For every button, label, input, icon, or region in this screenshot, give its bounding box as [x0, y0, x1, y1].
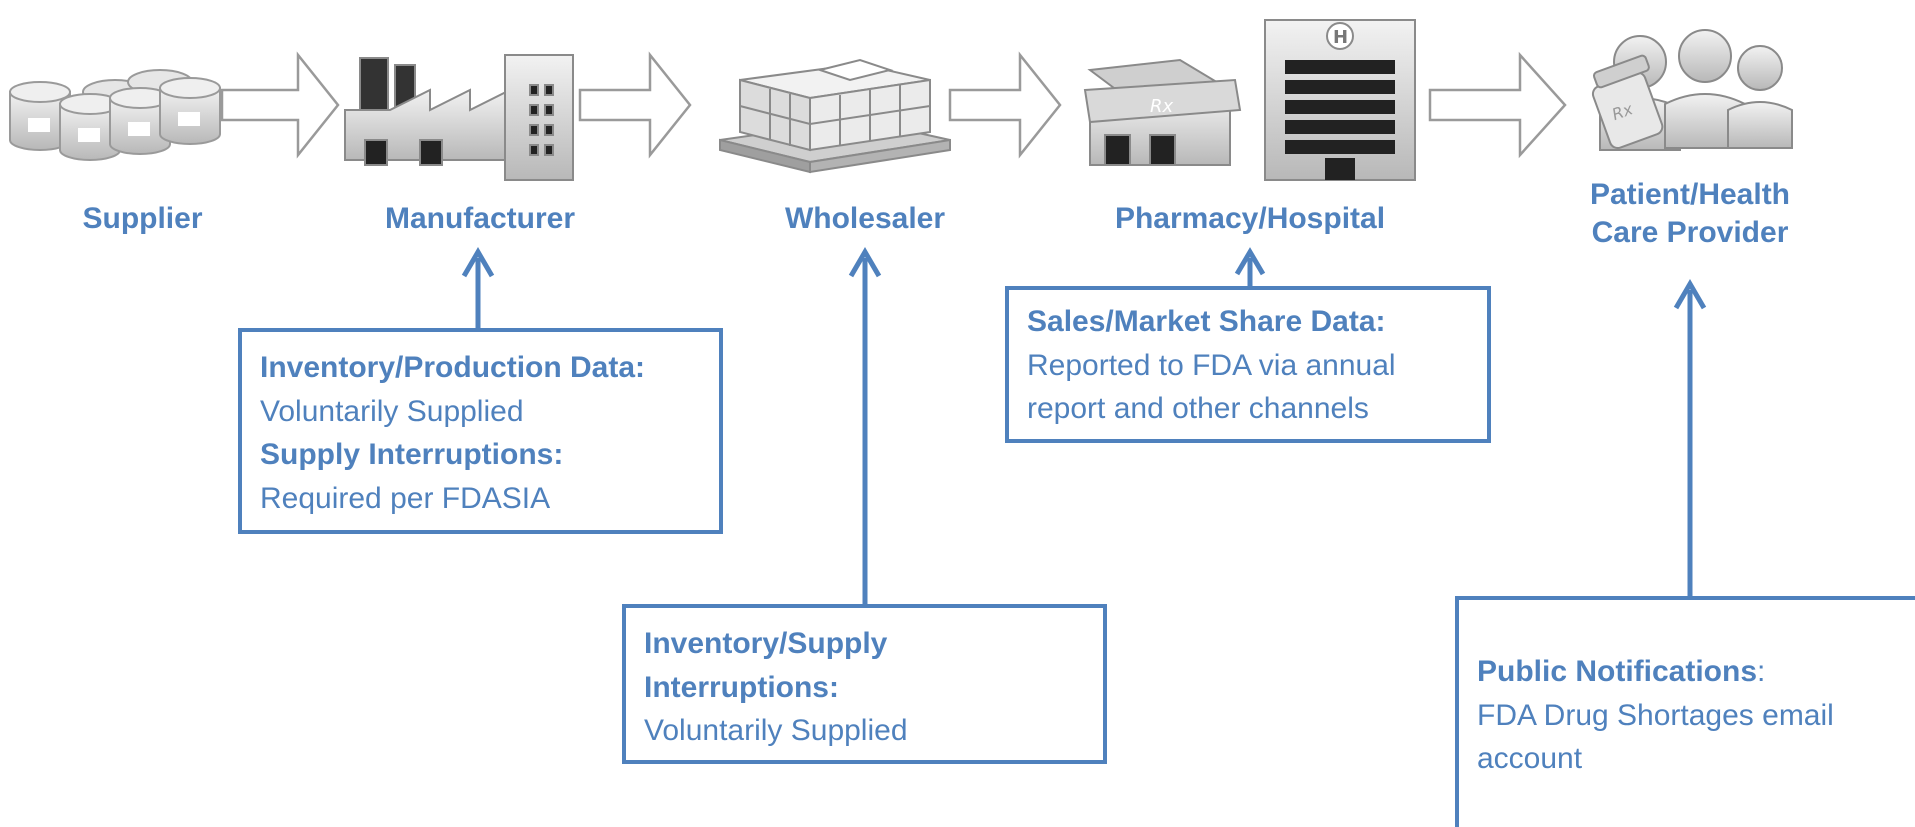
connector-arrow-wholesaler	[848, 247, 882, 604]
connector-arrow-pharmacy	[1234, 247, 1266, 286]
factory-icon	[344, 54, 574, 181]
stage-label-manufacturer: Manufacturer	[384, 202, 576, 235]
pharmacy-text-line1: Reported to FDA via annual	[1027, 348, 1396, 382]
patient-info-box: Public Notifications: FDA Drug Shortages…	[1455, 596, 1915, 827]
svg-text:H: H	[1333, 27, 1348, 48]
svg-text:Rx: Rx	[1150, 96, 1174, 117]
patient-heading-row: Public Notifications:	[1477, 650, 1903, 694]
wholesaler-text: Voluntarily Supplied	[644, 714, 908, 747]
pharmacy-hospital-icon: Rx H	[1083, 19, 1416, 181]
manufacturer-text-2: Required per FDASIA	[260, 481, 551, 515]
pharmacy-heading: Sales/Market Share Data:	[1027, 305, 1386, 338]
stage-label-wholesaler: Wholesaler	[784, 202, 946, 235]
flow-arrow-3	[948, 51, 1062, 159]
stage-label-patient-line2: Care Provider	[1591, 216, 1789, 250]
barrels-icon	[9, 69, 221, 161]
stage-label-patient-line1: Patient/Health	[1589, 178, 1791, 211]
stage-label-patient: Patient/Health Care Provider	[1540, 176, 1840, 252]
patient-heading-colon: :	[1757, 655, 1766, 688]
patient-heading: Public Notifications	[1477, 655, 1758, 688]
patients-rx-icon: Rx	[1591, 29, 1793, 151]
manufacturer-heading-2: Supply Interruptions:	[260, 438, 564, 471]
flow-arrow-2	[578, 51, 692, 159]
pharmacy-info-box: Sales/Market Share Data: Reported to FDA…	[1005, 286, 1491, 443]
connector-arrow-manufacturer	[461, 247, 495, 328]
flow-arrow-4	[1428, 51, 1567, 159]
wholesaler-info-box: Inventory/Supply Interruptions: Voluntar…	[622, 604, 1107, 764]
flow-arrow-1	[220, 51, 340, 159]
patient-text-line1: FDA Drug Shortages email	[1477, 698, 1834, 732]
wholesaler-heading-line1: Inventory/Supply	[644, 627, 888, 660]
pharmacy-text-line2: report and other channels	[1027, 392, 1369, 425]
stage-label-supplier: Supplier	[82, 202, 203, 235]
pallet-boxes-icon	[719, 58, 951, 174]
manufacturer-heading-1: Inventory/Production Data:	[260, 351, 646, 384]
stage-label-pharmacy: Pharmacy/Hospital	[1114, 202, 1386, 235]
wholesaler-heading-line2: Interruptions:	[644, 670, 839, 704]
manufacturer-text-1: Voluntarily Supplied	[260, 394, 524, 428]
connector-arrow-patient	[1673, 279, 1707, 604]
patient-text-line2: account	[1477, 742, 1583, 775]
manufacturer-info-box: Inventory/Production Data: Voluntarily S…	[238, 328, 723, 534]
